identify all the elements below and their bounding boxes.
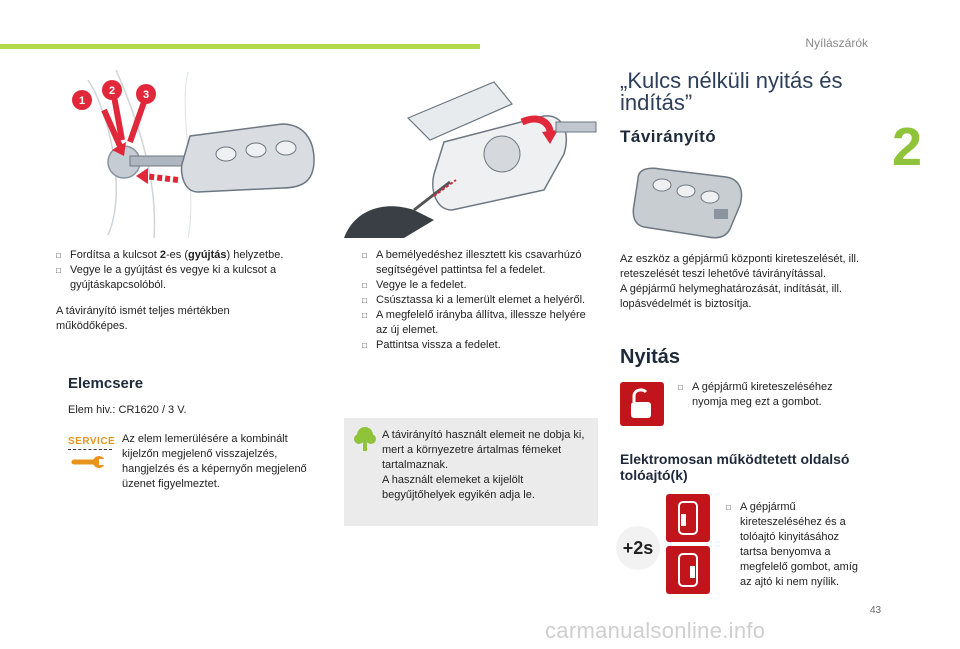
section-name: Nyílászárók bbox=[805, 36, 868, 50]
sliding-door-right-icon bbox=[666, 546, 710, 594]
hold-2s-badge: +2s bbox=[616, 526, 660, 570]
wrench-icon bbox=[71, 456, 107, 468]
open-bullet: □ A gépjármű kireteszeléséhez nyomja meg … bbox=[678, 380, 858, 410]
unlock-padlock-icon bbox=[631, 388, 651, 418]
watermark: carmanualsonline.info bbox=[545, 618, 766, 643]
left-bullets: □ Fordítsa a kulcsot 2-es (gyújtás) helyz… bbox=[56, 248, 326, 293]
checkbox-bullet-icon: □ bbox=[56, 251, 61, 260]
bullet-text: A megfelelő irányba állítva, illessze he… bbox=[376, 309, 586, 336]
bullet-text: Pattintsa vissza a fedelet. bbox=[376, 339, 501, 351]
ignition-term: gyújtás bbox=[188, 249, 227, 261]
page-number: 43 bbox=[870, 605, 882, 616]
callout-2 bbox=[102, 80, 122, 100]
service-icon: SERVICE bbox=[68, 436, 116, 480]
remote-description: Az eszköz a gépjármű központi kireteszel… bbox=[620, 253, 860, 310]
bullet-step: □ Pattintsa vissza a fedelet. bbox=[362, 338, 598, 353]
open-heading: Nyitás bbox=[620, 346, 681, 368]
bullet-step: □ A bemélyedéshez illesztett kis csavarhú… bbox=[362, 248, 598, 278]
bullet-remove-key: □ Vegye le a gyújtást és vegye ki a kulcs… bbox=[56, 263, 326, 293]
bullet-step: □ Vegye le a fedelet. bbox=[362, 278, 598, 293]
bullet-slide-door: □ A gépjármű kireteszeléséhez és a tolóaj… bbox=[726, 500, 866, 590]
battery-type: Elem hiv.: CR1620 / 3 V. bbox=[68, 404, 187, 416]
bullet-step: □ Csúsztassa ki a lemerült elemet a helyé… bbox=[362, 293, 598, 308]
checkbox-bullet-icon: □ bbox=[362, 251, 367, 260]
remote-heading: Távirányító bbox=[620, 127, 717, 146]
sliding-door-heading: Elektromosan működtetett oldalsó tolóajt… bbox=[620, 451, 850, 483]
key-ignition-figure: 1 2 3 bbox=[72, 70, 315, 239]
tree-icon bbox=[354, 427, 376, 451]
sliding-door-icon bbox=[678, 553, 698, 587]
bullet-text: Vegye le a fedelet. bbox=[376, 279, 467, 291]
bullet-step: □ A megfelelő irányba állítva, illessze h… bbox=[362, 308, 598, 338]
eco-note-text: A távirányító használt elemeit ne dobja … bbox=[382, 429, 585, 501]
sliding-door-left-icon bbox=[666, 494, 710, 542]
bullet-text: Vegye le a gyújtást és vegye ki a kulcso… bbox=[70, 264, 277, 291]
bullet-text: A gépjármű kireteszeléséhez nyomja meg e… bbox=[692, 381, 833, 408]
battery-heading: Elemcsere bbox=[68, 375, 144, 392]
bullet-text: Fordítsa a kulcsot bbox=[70, 249, 160, 261]
checkbox-bullet-icon: □ bbox=[362, 341, 367, 350]
keyless-remote-image bbox=[632, 167, 743, 239]
battery-replacement-figure bbox=[344, 81, 597, 238]
unlock-button-icon bbox=[620, 382, 664, 426]
checkbox-bullet-icon: □ bbox=[362, 311, 367, 320]
callout-label-1: 1 bbox=[79, 95, 85, 107]
bullet-ignition: □ Fordítsa a kulcsot 2-es (gyújtás) helyz… bbox=[56, 248, 326, 263]
checkbox-bullet-icon: □ bbox=[56, 266, 61, 275]
chapter-number: 2 bbox=[892, 117, 923, 177]
header-accent-bar bbox=[0, 44, 480, 49]
service-warning-text: Az elem lemerülésére a kombinált kijelző… bbox=[122, 433, 307, 490]
sliding-door-bullet: □ A gépjármű kireteszeléséhez és a tolóaj… bbox=[726, 500, 866, 590]
callout-label-3: 3 bbox=[143, 89, 149, 101]
checkbox-bullet-icon: □ bbox=[362, 281, 367, 290]
callout-3 bbox=[136, 84, 156, 104]
eco-note-box: A távirányító használt elemeit ne dobja … bbox=[344, 418, 598, 526]
callout-1 bbox=[72, 90, 92, 110]
middle-bullets: □ A bemélyedéshez illesztett kis csavarhú… bbox=[362, 248, 598, 353]
service-label: SERVICE bbox=[68, 436, 116, 447]
checkbox-bullet-icon: □ bbox=[362, 296, 367, 305]
bullet-text: ) helyzetbe. bbox=[226, 249, 284, 261]
page-title: „Kulcs nélküli nyitás és indítás” bbox=[620, 68, 843, 115]
bullet-text: A bemélyedéshez illesztett kis csavarhúz… bbox=[376, 249, 582, 276]
bullet-unlock: □ A gépjármű kireteszeléséhez nyomja meg … bbox=[678, 380, 858, 410]
bullet-text: -es ( bbox=[166, 249, 188, 261]
checkbox-bullet-icon: □ bbox=[678, 383, 683, 392]
bullet-text: Csúsztassa ki a lemerült elemet a helyér… bbox=[376, 294, 586, 306]
checkbox-bullet-icon: □ bbox=[726, 503, 731, 512]
remote-ready-note: A távirányító ismét teljes mértékben műk… bbox=[56, 305, 230, 332]
bullet-text: A gépjármű kireteszeléséhez és a tolóajt… bbox=[740, 501, 859, 588]
callout-label-2: 2 bbox=[109, 85, 115, 97]
sliding-door-icon bbox=[678, 501, 698, 535]
position-number: 2 bbox=[159, 249, 166, 261]
